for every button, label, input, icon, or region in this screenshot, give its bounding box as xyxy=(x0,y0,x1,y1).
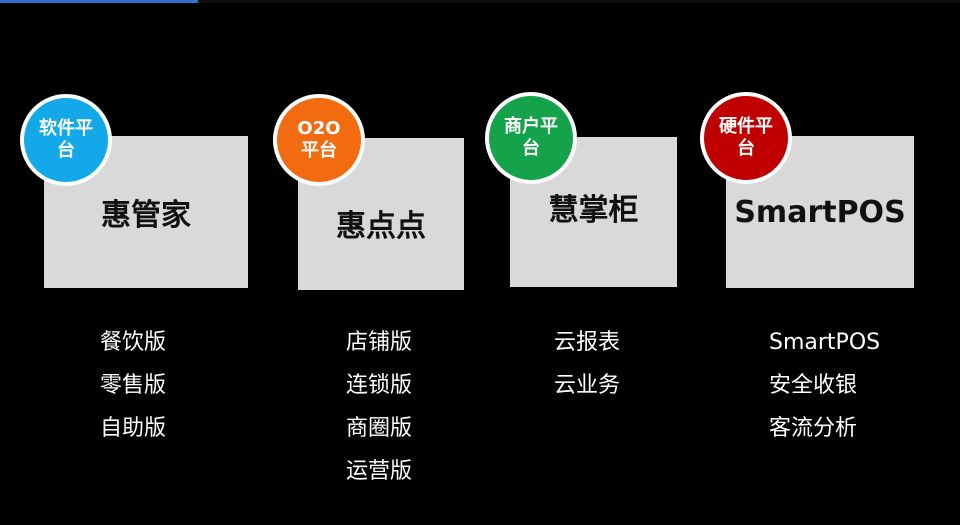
product-title: SmartPOS xyxy=(734,194,906,230)
badge-label: 软件平台 xyxy=(39,118,93,161)
list-item: 云业务 xyxy=(554,373,621,398)
badge-software-platform: 软件平台 xyxy=(20,94,112,186)
badge-merchant-platform: 商户平台 xyxy=(485,92,577,184)
badge-o2o-platform: O2O平台 xyxy=(273,94,365,186)
top-bar-accent xyxy=(0,0,198,3)
badge-label: 硬件平台 xyxy=(719,116,773,159)
badge-label: 商户平台 xyxy=(504,116,558,159)
list-item: 安全收银 xyxy=(769,373,858,398)
feature-list-smartpos: SmartPOS 安全收银 客流分析 xyxy=(769,321,880,450)
list-item: 商圈版 xyxy=(346,416,413,441)
feature-list-huizhanggui: 云报表 云业务 xyxy=(554,321,620,407)
feature-list-huidiandian: 店铺版 连锁版 商圈版 运营版 xyxy=(346,321,412,493)
badge-hardware-platform: 硬件平台 xyxy=(700,92,792,184)
list-item: 连锁版 xyxy=(346,373,413,398)
list-item: SmartPOS xyxy=(769,330,881,355)
feature-list-huiguanjia: 餐饮版 零售版 自助版 xyxy=(100,321,166,450)
product-title: 慧掌柜 xyxy=(548,193,639,228)
list-item: 零售版 xyxy=(100,373,167,398)
top-bar xyxy=(0,0,960,3)
product-title: 惠点点 xyxy=(336,209,426,244)
list-item: 运营版 xyxy=(346,459,413,484)
product-title: 惠管家 xyxy=(101,198,191,233)
badge-label: O2O平台 xyxy=(297,118,341,161)
list-item: 店铺版 xyxy=(346,330,413,355)
list-item: 自助版 xyxy=(100,416,167,441)
list-item: 客流分析 xyxy=(769,416,858,441)
list-item: 餐饮版 xyxy=(100,330,167,355)
list-item: 云报表 xyxy=(554,330,621,355)
